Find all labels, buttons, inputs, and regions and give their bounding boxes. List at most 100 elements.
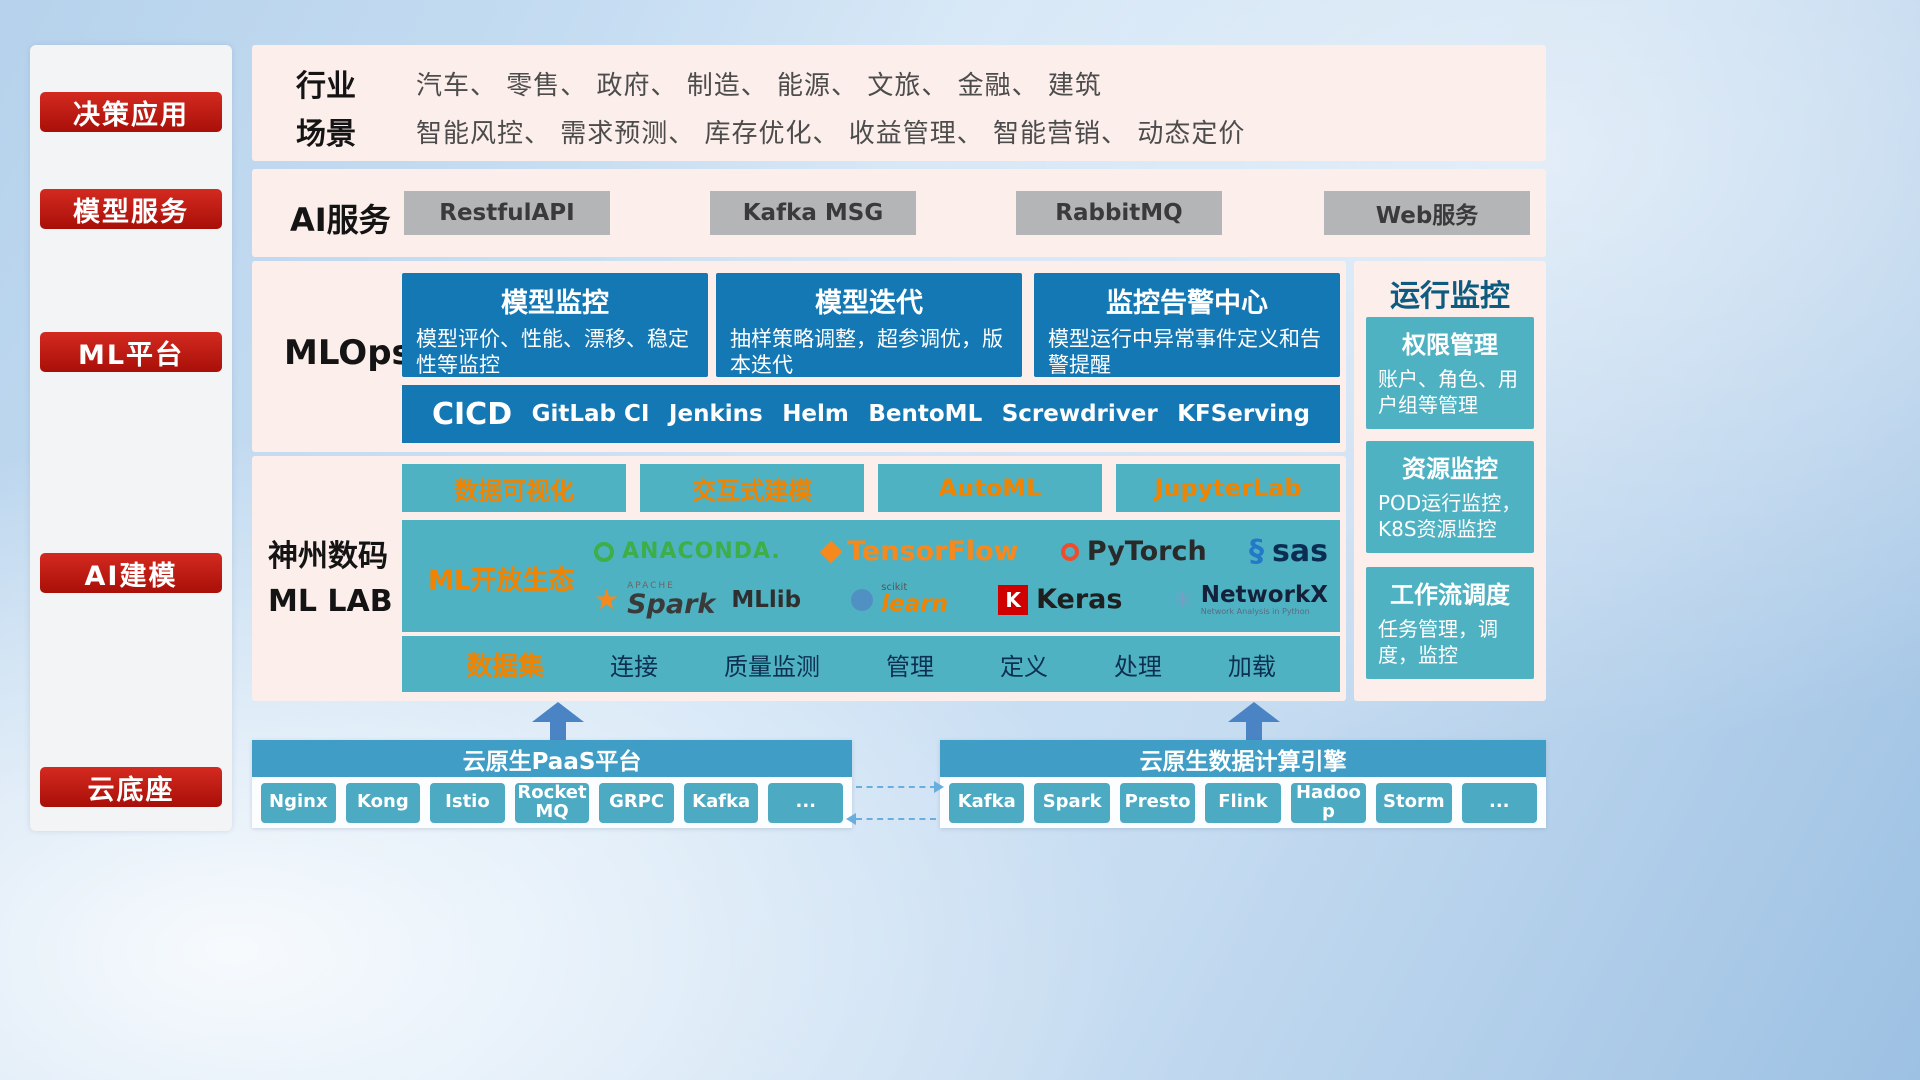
cicd-tool-helm: Helm xyxy=(782,401,849,427)
sas-icon: § xyxy=(1249,533,1265,569)
data-engine-header: 云原生数据计算引擎 xyxy=(940,740,1546,777)
ml-lab-label-line2: ML LAB xyxy=(268,584,393,619)
spark-label: Spark xyxy=(627,589,716,620)
workflow-scheduling-desc: 任务管理，调度，监控 xyxy=(1378,617,1498,667)
up-arrow-left-stem xyxy=(550,722,566,740)
ai-services-panel: AI服务 RestfulAPI Kafka MSG RabbitMQ Web服务 xyxy=(252,169,1546,257)
scikit-learn-logo: scikit learn xyxy=(851,583,948,616)
spark-mllib-logo: ★ APACHE Spark MLlib xyxy=(594,581,801,618)
scikit-label: scikit xyxy=(881,582,908,593)
alert-center-title: 监控告警中心 xyxy=(1106,288,1268,319)
engine-item-storm: Storm xyxy=(1376,782,1452,823)
up-arrow-right-head xyxy=(1228,702,1280,722)
sas-logo: § sas xyxy=(1249,534,1328,569)
sidebar-item-ai-modeling: AI建模 xyxy=(40,553,222,593)
paas-item-kong: Kong xyxy=(345,782,421,823)
model-monitoring-title: 模型监控 xyxy=(501,288,609,319)
dataset-item-define: 定义 xyxy=(999,652,1048,681)
dashed-arrow-right-line xyxy=(856,786,936,788)
ecosystem-logo-row-1: ANACONDA. TensorFlow PyTorch § sas xyxy=(588,534,1334,569)
engine-item-spark: Spark xyxy=(1034,782,1110,823)
engine-item-presto: Presto xyxy=(1119,782,1196,823)
ml-lab-label-line1: 神州数码 xyxy=(268,539,388,574)
paas-item-more: ... xyxy=(768,782,844,823)
engine-item-more: ... xyxy=(1461,782,1537,823)
cicd-tool-bentoml: BentoML xyxy=(868,401,983,427)
model-monitoring-card: 模型监控 模型评价、性能、漂移、稳定性等监控 xyxy=(402,273,708,377)
rabbitmq-chip: RabbitMQ xyxy=(1016,191,1222,235)
sidebar xyxy=(30,45,232,831)
anaconda-label: ANACONDA. xyxy=(622,539,781,564)
dashed-arrow-left-line xyxy=(856,818,936,820)
industry-scenario-panel: 行业 汽车、 零售、 政府、 制造、 能源、 文旅、 金融、 建筑 场景 智能风… xyxy=(252,45,1546,161)
dataset-item-manage: 管理 xyxy=(885,652,934,681)
pytorch-icon xyxy=(1060,542,1079,561)
engine-item-kafka: Kafka xyxy=(949,782,1025,823)
model-monitoring-desc: 模型评价、性能、漂移、稳定性等监控 xyxy=(416,327,689,378)
automl-chip: AutoML xyxy=(878,464,1102,512)
paas-item-nginx: Nginx xyxy=(261,782,336,823)
workflow-scheduling-title: 工作流调度 xyxy=(1390,581,1510,609)
paas-platform-group: 云原生PaaS平台 Nginx Kong Istio RocketMQ GRPC… xyxy=(252,740,852,828)
paas-platform-items: Nginx Kong Istio RocketMQ GRPC Kafka ... xyxy=(252,777,852,828)
ecosystem-logo-row-2: ★ APACHE Spark MLlib scikit learn xyxy=(588,581,1334,618)
permission-management-box: 权限管理 账户、角色、用户组等管理 xyxy=(1366,317,1534,429)
networkx-icon: ✳ xyxy=(1172,585,1193,614)
dataset-item-quality: 质量监测 xyxy=(723,652,820,681)
paas-item-rocketmq: RocketMQ xyxy=(514,782,590,823)
web-service-chip: Web服务 xyxy=(1324,191,1530,235)
mllib-label: MLlib xyxy=(731,586,802,613)
workflow-scheduling-box: 工作流调度 任务管理，调度，监控 xyxy=(1366,567,1534,679)
permission-management-title: 权限管理 xyxy=(1402,331,1498,359)
tensorflow-icon xyxy=(819,540,843,563)
resource-monitoring-box: 资源监控 POD运行监控，K8S资源监控 xyxy=(1366,441,1534,553)
up-arrow-left-head xyxy=(532,702,584,722)
keras-icon: K xyxy=(998,584,1029,615)
interactive-modeling-chip: 交互式建模 xyxy=(640,464,864,512)
paas-item-istio: Istio xyxy=(430,782,505,823)
model-iteration-desc: 抽样策略调整，超参调优，版本迭代 xyxy=(730,327,1003,378)
learn-label: learn xyxy=(881,591,948,617)
industry-label: 行业 xyxy=(296,69,356,104)
scenario-label: 场景 xyxy=(296,117,356,152)
runtime-monitoring-title: 运行监控 xyxy=(1390,279,1510,314)
data-engine-group: 云原生数据计算引擎 Kafka Spark Presto Flink Hadoo… xyxy=(940,740,1546,828)
pytorch-label: PyTorch xyxy=(1086,536,1207,567)
scenario-list: 智能风控、 需求预测、 库存优化、 收益管理、 智能营销、 动态定价 xyxy=(416,119,1246,149)
dataset-item-connect: 连接 xyxy=(610,652,658,681)
tensorflow-label: TensorFlow xyxy=(847,536,1019,567)
cicd-tool-screwdriver: Screwdriver xyxy=(1001,401,1158,427)
ml-lab-label: 神州数码 ML LAB xyxy=(268,534,393,624)
ml-lab-feature-row: 数据可视化 交互式建模 AutoML JupyterLab xyxy=(402,464,1340,512)
sidebar-item-decision-application: 决策应用 xyxy=(40,92,222,132)
paas-item-kafka: Kafka xyxy=(683,782,759,823)
sidebar-item-ml-platform: ML平台 xyxy=(40,332,222,372)
ml-open-ecosystem-box: ML开放生态 ANACONDA. TensorFlow PyTorch xyxy=(402,520,1340,632)
engine-item-hadoop: Hadoop xyxy=(1290,782,1367,823)
mlops-panel: MLOps 模型监控 模型评价、性能、漂移、稳定性等监控 模型迭代 抽样策略调整… xyxy=(252,261,1346,452)
jupyterlab-chip: JupyterLab xyxy=(1116,464,1340,512)
alert-center-desc: 模型运行中异常事件定义和告警提醒 xyxy=(1048,327,1321,378)
dataset-item-load: 加载 xyxy=(1227,652,1276,681)
sas-label: sas xyxy=(1272,534,1328,569)
sidebar-item-model-service: 模型服务 xyxy=(40,189,222,229)
runtime-monitoring-panel: 运行监控 权限管理 账户、角色、用户组等管理 资源监控 POD运行监控，K8S资… xyxy=(1354,261,1546,701)
data-visualization-chip: 数据可视化 xyxy=(402,464,626,512)
spark-star-icon: ★ xyxy=(594,582,620,616)
resource-monitoring-desc: POD运行监控，K8S资源监控 xyxy=(1378,491,1522,541)
kafka-msg-chip: Kafka MSG xyxy=(710,191,916,235)
engine-item-flink: Flink xyxy=(1205,782,1281,823)
sidebar-item-cloud-base: 云底座 xyxy=(40,767,222,807)
networkx-label: NetworkX xyxy=(1200,581,1328,608)
restful-api-chip: RestfulAPI xyxy=(404,191,610,235)
scikit-learn-icon xyxy=(851,588,874,611)
up-arrow-right-stem xyxy=(1246,722,1262,740)
tensorflow-logo: TensorFlow xyxy=(819,536,1019,567)
networkx-subtitle: Network Analysis in Python xyxy=(1200,606,1310,616)
dashed-arrow-left-head xyxy=(846,813,856,825)
cicd-label: CICD xyxy=(432,396,513,432)
ml-open-ecosystem-label: ML开放生态 xyxy=(428,566,575,596)
data-engine-items: Kafka Spark Presto Flink Hadoop Storm ..… xyxy=(940,777,1546,828)
cicd-tool-jenkins: Jenkins xyxy=(668,401,763,427)
